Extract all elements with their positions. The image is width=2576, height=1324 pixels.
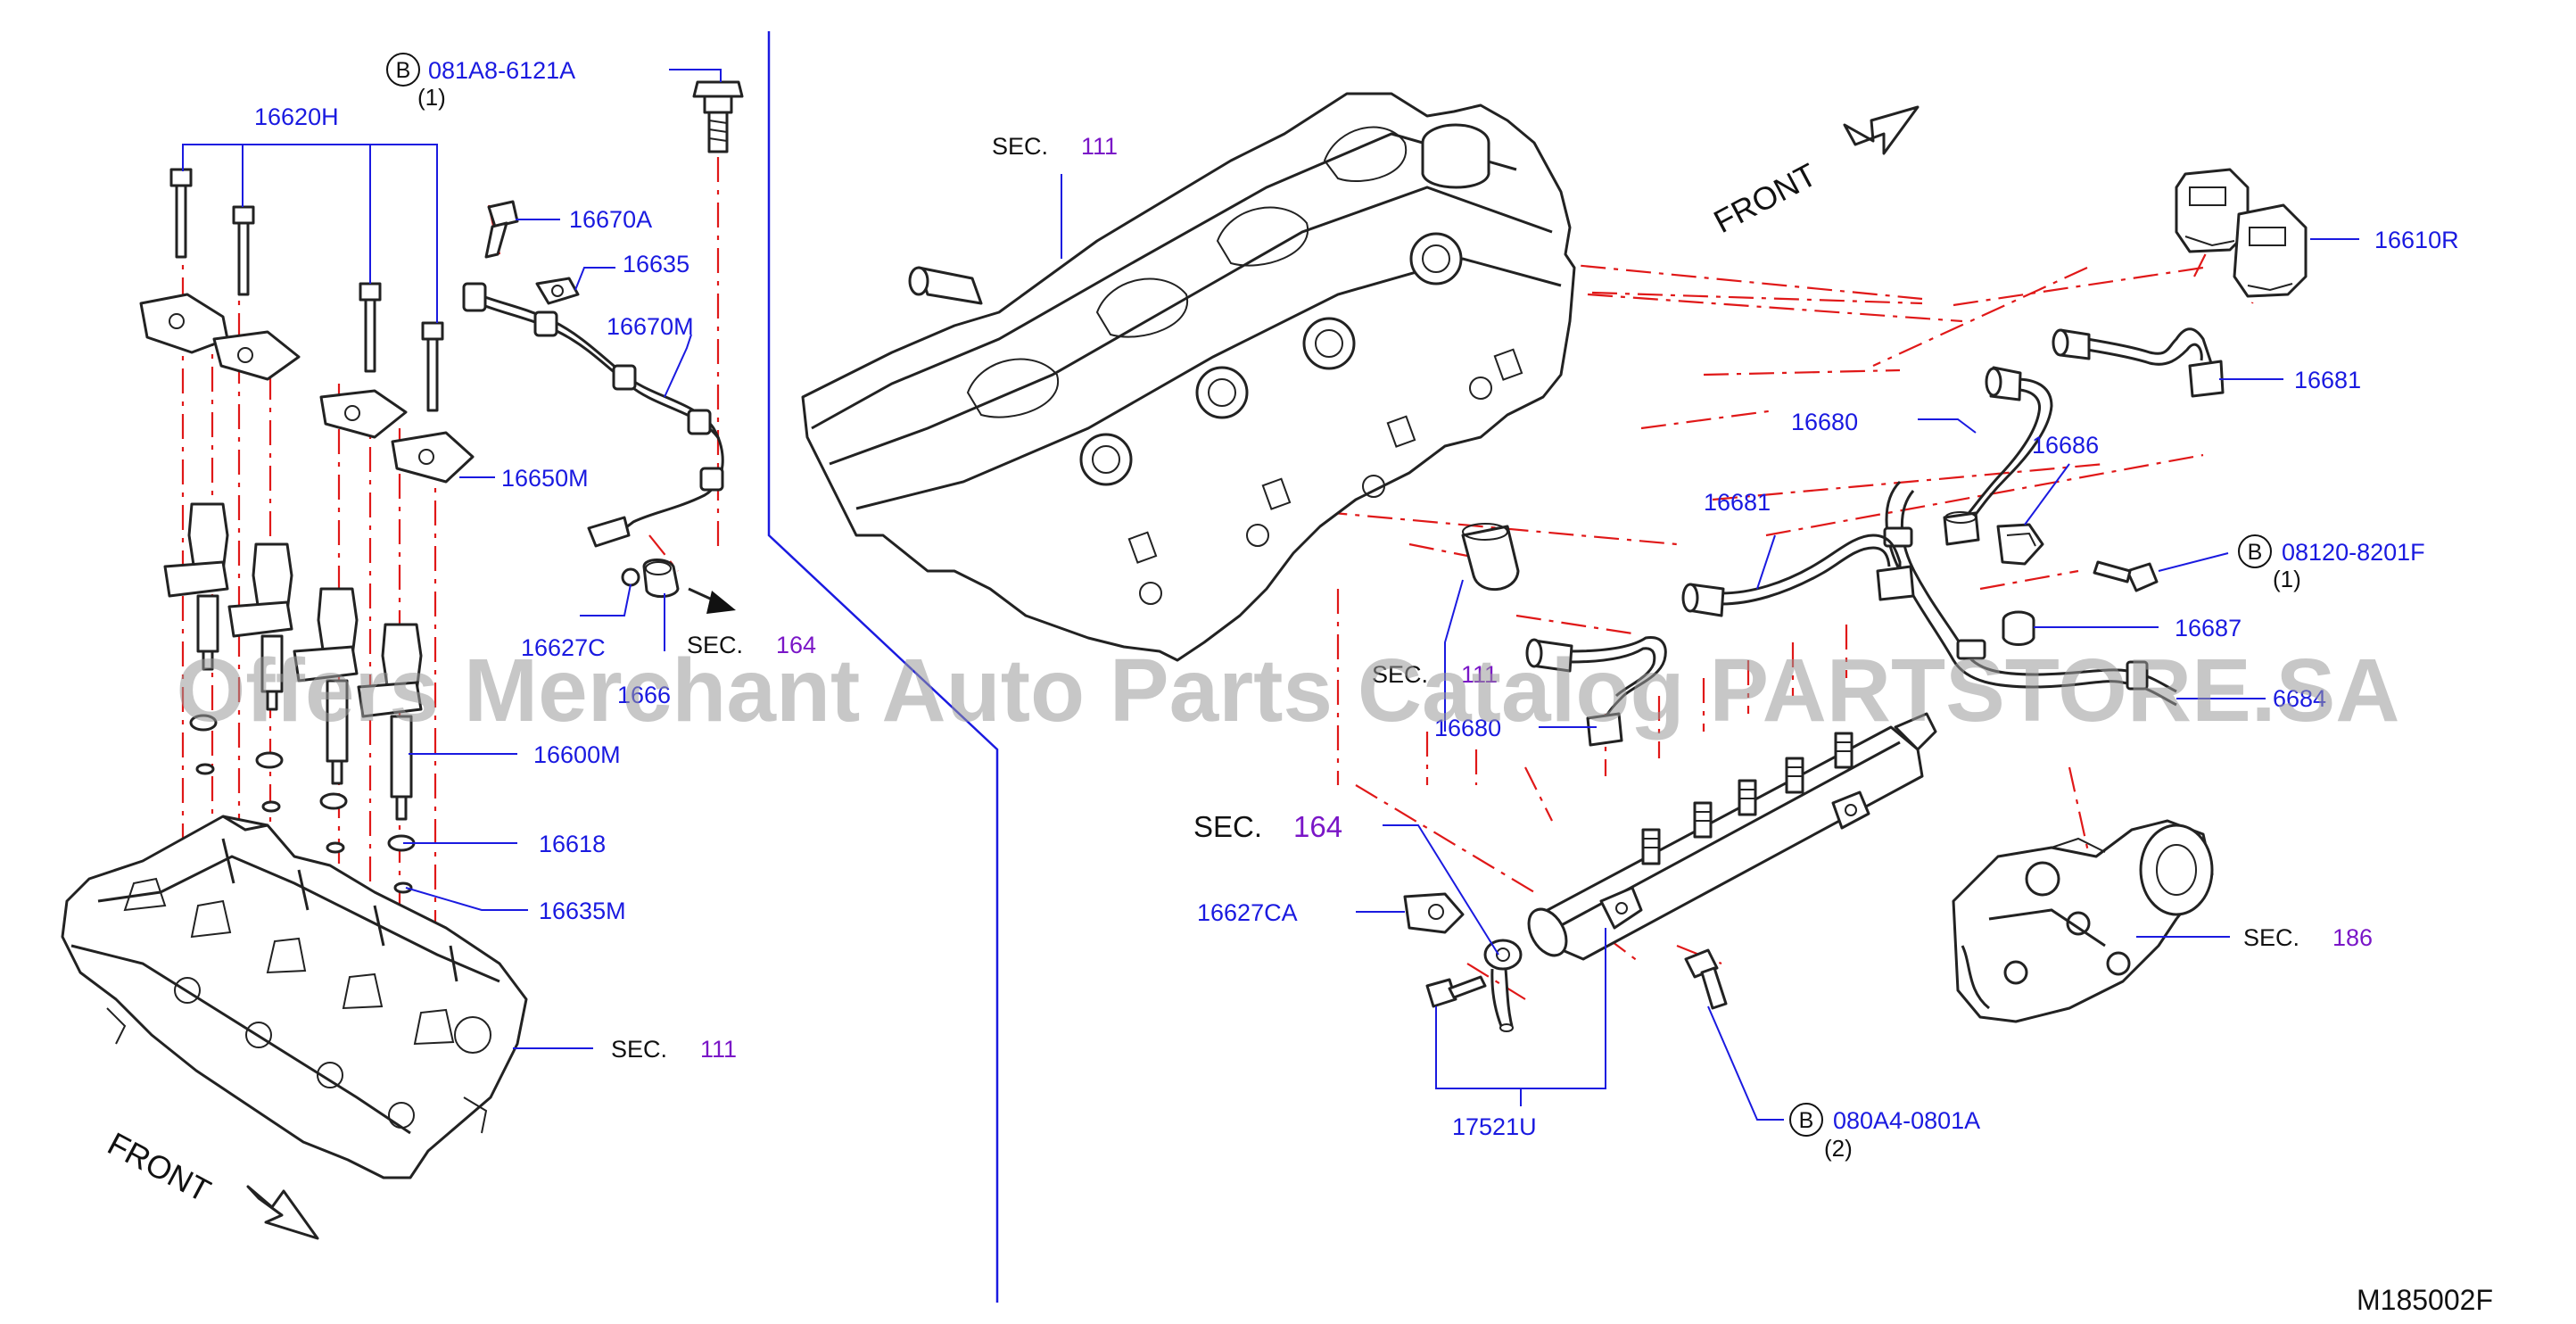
label-16627c: 16627C	[521, 634, 606, 661]
label-16687: 16687	[2175, 615, 2242, 641]
svg-text:B: B	[2248, 540, 2263, 565]
label-16670a: 16670A	[569, 206, 652, 233]
fuel-pressure-sensor-16610r	[2175, 168, 2308, 298]
label-080a4-0801a: 080A4-0801A	[1833, 1107, 1980, 1134]
cylinder-head-cover	[801, 92, 1576, 662]
sec-111-left: 111	[700, 1036, 737, 1063]
fuel-pipe-16681-upper	[2052, 327, 2225, 398]
front-arrow-right-icon	[1843, 105, 1920, 155]
qty-081a8: (1)	[417, 84, 446, 111]
sec-164-mid: 164	[1293, 810, 1342, 843]
b-marker-08120: B	[2238, 534, 2272, 568]
view-separator-line	[767, 31, 999, 1303]
injector-clamps	[139, 293, 475, 484]
label-16650m: 16650M	[501, 465, 589, 492]
fuel-pipe-16680-upper	[1943, 366, 2053, 546]
label-16681-upper: 16681	[2294, 367, 2361, 393]
label-16620h: 16620H	[254, 103, 339, 130]
label-16680-lower: 16680	[1434, 715, 1501, 741]
label-16681-middle: 16681	[1704, 489, 1771, 516]
sec-164-left: 164	[776, 632, 816, 658]
b-marker-081a8: B	[386, 53, 420, 87]
fuel-injectors	[163, 502, 423, 821]
right-leader-lines	[1061, 174, 2359, 1121]
left-leader-lines	[182, 69, 722, 1049]
sec-186-prefix: SEC.	[2243, 924, 2299, 951]
bolt-080a4	[1684, 948, 1728, 1010]
label-16610r: 16610R	[2374, 227, 2459, 253]
label-16635m: 16635M	[539, 898, 626, 924]
front-label-left: FRONT	[102, 1125, 217, 1209]
qty-080a4: (2)	[1824, 1135, 1853, 1162]
watermark-text: Offers Merchant Auto Parts Catalog PARTS…	[177, 641, 2400, 741]
bolt-081a8	[692, 80, 744, 153]
sec-186: 186	[2332, 924, 2373, 951]
sec-111-top: 111	[1081, 133, 1118, 160]
cylinder-head-left	[61, 815, 528, 1179]
return-hose-6684	[1883, 480, 2177, 707]
bolts-16620h	[169, 168, 444, 412]
common-rail	[1527, 712, 1937, 961]
svg-text:B: B	[1799, 1108, 1814, 1133]
svg-text:B: B	[396, 58, 411, 83]
b-marker-080a4: B	[1789, 1103, 1823, 1137]
sec-164-left-prefix: SEC.	[687, 632, 743, 658]
sec-111-mid: 111	[1461, 661, 1498, 688]
label-16618: 16618	[539, 831, 606, 857]
diagram-code: M185002F	[2357, 1284, 2493, 1316]
leak-off-pipe-16670m	[462, 282, 724, 548]
label-16627ca: 16627CA	[1197, 899, 1298, 926]
label-16670m: 16670M	[607, 313, 694, 340]
front-label-right: FRONT	[1708, 156, 1823, 240]
label-08120-8201f: 08120-8201F	[2282, 539, 2425, 566]
label-081a8-6121a: 081A8-6121A	[428, 57, 575, 84]
label-17521u: 17521U	[1452, 1113, 1537, 1140]
connector-1666	[642, 559, 680, 598]
fuel-tube-17521u	[1425, 939, 1523, 1032]
sec-164-mid-prefix: SEC.	[1193, 810, 1262, 843]
label-1666: 1666	[617, 682, 671, 708]
clamp-16686	[1996, 523, 2044, 566]
bolt-08120	[2093, 560, 2159, 592]
qty-08120: (1)	[2273, 566, 2301, 592]
grommet-16687	[2002, 610, 2035, 646]
fuel-pipe-16680-lower	[1525, 636, 1667, 747]
washer-16627c	[621, 567, 640, 587]
injection-pump	[1952, 819, 2214, 1023]
sec-111-top-prefix: SEC.	[992, 133, 1048, 160]
bolt-16670a	[484, 200, 519, 259]
sec-111-mid-prefix: SEC.	[1372, 661, 1428, 688]
sec-111-left-prefix: SEC.	[611, 1036, 667, 1063]
front-arrow-left-icon	[246, 1185, 319, 1240]
label-16635: 16635	[623, 251, 689, 277]
arrow-to-sec-164	[688, 587, 736, 614]
label-16680-upper: 16680	[1791, 409, 1858, 435]
injector-sleeve	[1461, 523, 1520, 591]
gasket-16627ca	[1403, 892, 1465, 934]
label-16686: 16686	[2032, 432, 2099, 459]
label-6684: 6684	[2273, 685, 2326, 712]
gasket-16635	[535, 277, 580, 305]
label-16600m: 16600M	[533, 741, 621, 768]
fuel-pipe-16681-middle	[1681, 534, 1915, 617]
